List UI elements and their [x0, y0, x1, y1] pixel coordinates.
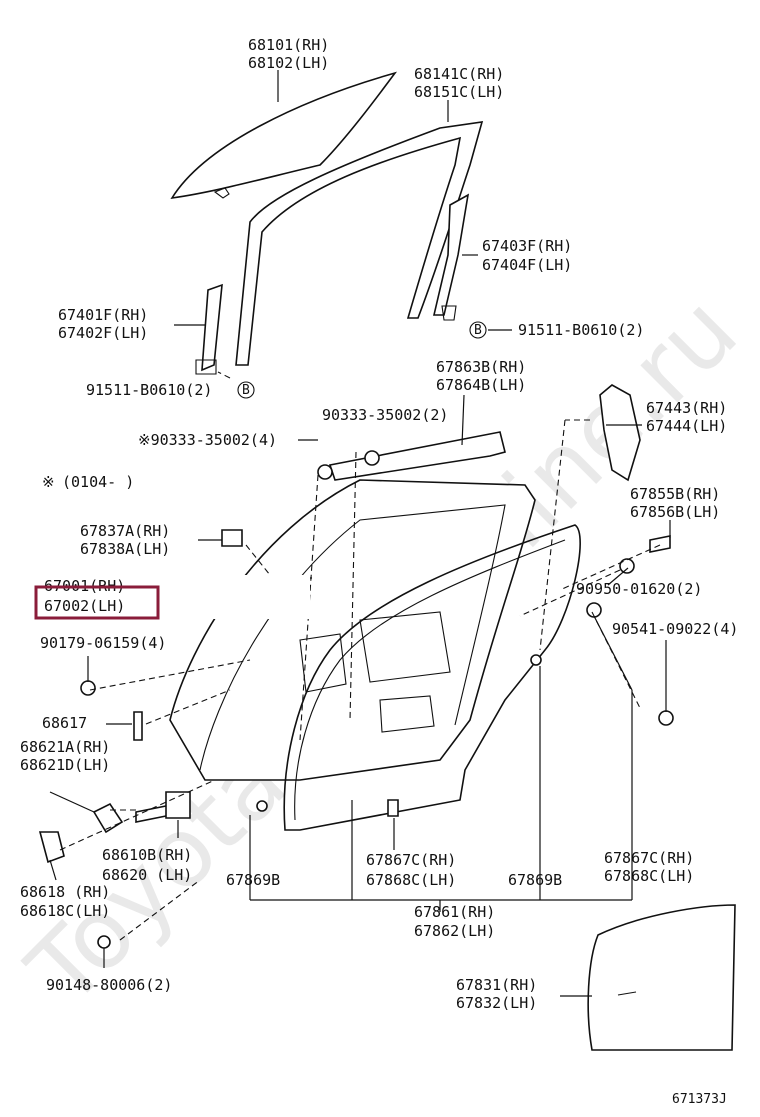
label-front-sash-rh[interactable]: 67401F(RH) [58, 306, 148, 324]
plug[interactable] [317, 464, 333, 480]
hinge-lower[interactable] [38, 831, 65, 864]
front-sash[interactable] [195, 283, 223, 375]
highlight-box [34, 585, 160, 620]
label-weatherstrip-clip-right-rh[interactable]: 67867C(RH) [604, 849, 694, 867]
grommet[interactable] [619, 558, 635, 574]
label-service-hole-cover-lh[interactable]: 67832(LH) [456, 994, 537, 1012]
check-assy[interactable] [135, 791, 191, 823]
labels: 68101(RH) 68102(LH) 68141C(RH) 68151C(LH… [20, 36, 738, 1107]
label-door-panel-lh[interactable]: 67002(LH) [44, 597, 125, 615]
label-hinge-upper-rh[interactable]: 68621A(RH) [20, 738, 110, 756]
weatherstrip-clip[interactable] [387, 799, 399, 817]
label-bolt-b-upper[interactable]: 91511-B0610(2) [518, 321, 644, 339]
label-nut[interactable]: 90179-06159(4) [40, 634, 166, 652]
label-hinge-lower-rh[interactable]: 68618 (RH) [20, 883, 110, 901]
rear-sash[interactable] [432, 193, 470, 321]
door-panel[interactable] [169, 479, 536, 781]
cover-upper[interactable] [649, 535, 671, 553]
label-rear-sash-lh[interactable]: 67404F(LH) [482, 256, 572, 274]
panel-label-mask [160, 575, 310, 619]
label-grommet[interactable]: 90950-01620(2) [576, 580, 702, 598]
label-window-glass-lh[interactable]: 68102(LH) [248, 54, 329, 72]
label-cover-upper-rh[interactable]: 67855B(RH) [630, 485, 720, 503]
label-clip-a-rh[interactable]: 67837A(RH) [80, 522, 170, 540]
b-mark-upper: B [474, 323, 482, 338]
clip-b[interactable] [530, 654, 542, 666]
nut[interactable] [80, 680, 96, 696]
run-channel[interactable] [235, 121, 484, 366]
bracket-upper[interactable] [599, 384, 641, 482]
label-front-sash-lh[interactable]: 67402F(LH) [58, 324, 148, 342]
label-clip-b-left[interactable]: 67869B [226, 871, 280, 889]
belt-weatherstrip[interactable] [328, 431, 506, 481]
label-run-channel-lh[interactable]: 68151C(LH) [414, 83, 504, 101]
b-mark-icon [469, 321, 487, 339]
label-cover-upper-lh[interactable]: 67856B(LH) [630, 503, 720, 521]
label-rear-sash-rh[interactable]: 67403F(RH) [482, 237, 572, 255]
label-weatherstrip-clip-lh[interactable]: 67868C(LH) [366, 871, 456, 889]
clip-a[interactable] [221, 529, 243, 547]
label-belt-weatherstrip-rh[interactable]: 67863B(RH) [436, 358, 526, 376]
label-plug-4[interactable]: ※90333-35002(4) [138, 431, 277, 449]
label-clip-b-right[interactable]: 67869B [508, 871, 562, 889]
label-bolt-lower[interactable]: 90148-80006(2) [46, 976, 172, 994]
clip-b[interactable] [256, 800, 268, 812]
label-weatherstrip-clip-right-lh[interactable]: 67868C(LH) [604, 867, 694, 885]
note-mark: ※ [42, 473, 55, 491]
label-clip-a-lh[interactable]: 67838A(LH) [80, 540, 170, 558]
window-glass[interactable] [170, 71, 398, 200]
cushion[interactable] [658, 710, 674, 726]
label-weatherstrip-clip-rh[interactable]: 67867C(RH) [366, 851, 456, 869]
label-bracket-upper-rh[interactable]: 67443(RH) [646, 399, 727, 417]
bolt-lower[interactable] [97, 935, 111, 949]
leader-lines [49, 70, 671, 997]
service-hole-cover[interactable] [587, 904, 736, 1051]
striker-pin[interactable] [133, 711, 143, 741]
label-window-glass-rh[interactable]: 68101(RH) [248, 36, 329, 54]
note-date-range: (0104- ) [62, 473, 134, 491]
diagram-code: 671373J [672, 1092, 727, 1107]
label-belt-weatherstrip-lh[interactable]: 67864B(LH) [436, 376, 526, 394]
label-bolt-b-lower[interactable]: 91511-B0610(2) [86, 381, 212, 399]
b-mark-lower: B [242, 383, 250, 398]
label-check-assy-lh[interactable]: 68620 (LH) [102, 866, 192, 884]
label-cushion[interactable]: 90541-09022(4) [612, 620, 738, 638]
label-bracket-upper-lh[interactable]: 67444(LH) [646, 417, 727, 435]
label-check-assy-rh[interactable]: 68610B(RH) [102, 846, 192, 864]
label-door-weatherstrip-rh[interactable]: 67861(RH) [414, 903, 495, 921]
label-run-channel-rh[interactable]: 68141C(RH) [414, 65, 504, 83]
label-door-weatherstrip-lh[interactable]: 67862(LH) [414, 922, 495, 940]
label-hinge-lower-lh[interactable]: 68618C(LH) [20, 902, 110, 920]
b-mark-icon [237, 381, 255, 399]
door-weatherstrip[interactable] [283, 524, 581, 831]
label-plug-2[interactable]: 90333-35002(2) [322, 406, 448, 424]
plug[interactable] [364, 450, 380, 466]
label-service-hole-cover-rh[interactable]: 67831(RH) [456, 976, 537, 994]
label-hinge-upper-lh[interactable]: 68621D(LH) [20, 756, 110, 774]
label-striker-pin[interactable]: 68617 [42, 714, 87, 732]
